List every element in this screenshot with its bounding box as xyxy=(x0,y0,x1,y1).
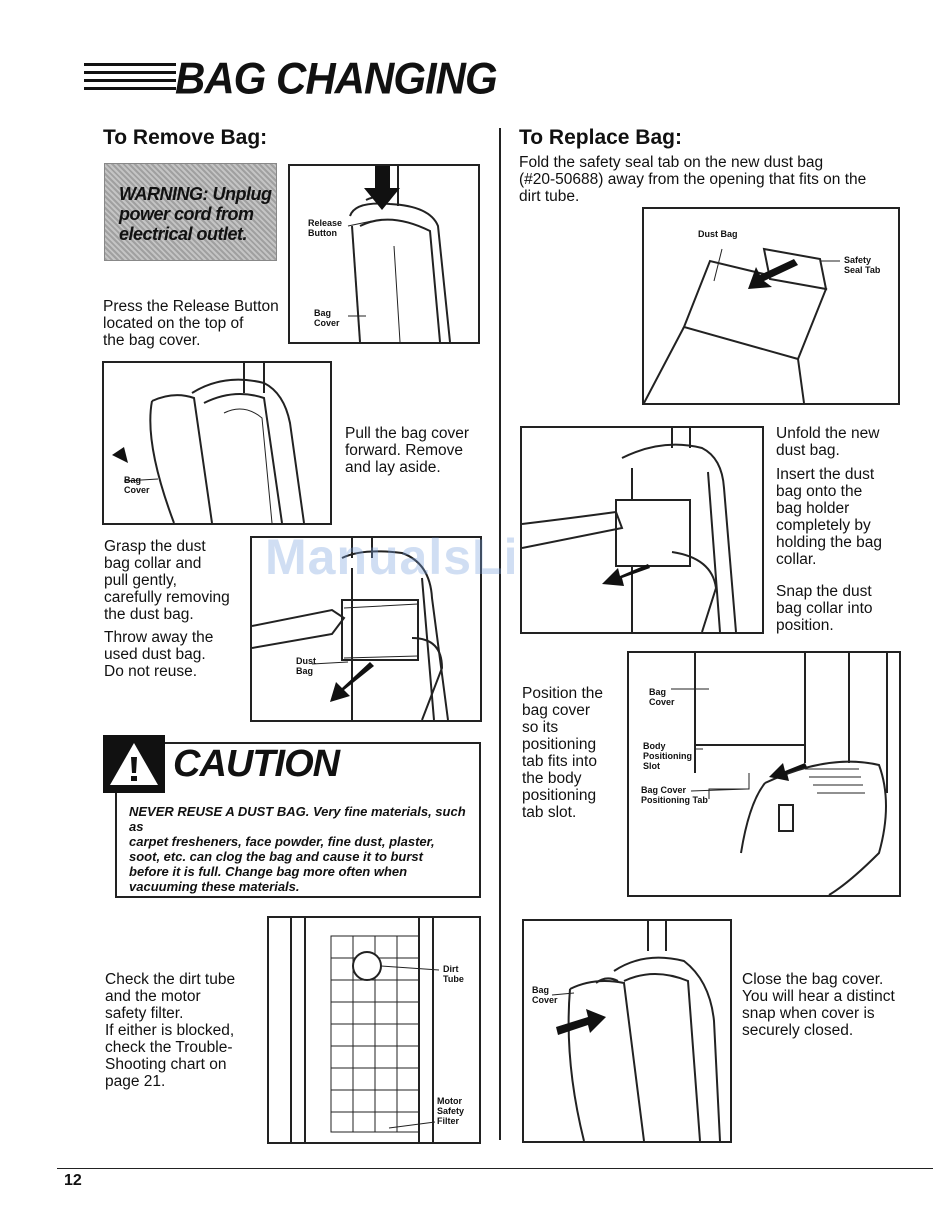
replace-step4-text: Close the bag cover. You will hear a dis… xyxy=(742,971,895,1039)
left-arrow-icon xyxy=(769,763,807,781)
safety-seal-tab-label: Safety Seal Tab xyxy=(844,255,881,275)
pull-cover-illustration xyxy=(112,363,305,523)
bag-cover-label: Bag Cover xyxy=(532,985,558,1005)
remove-step4-text: Check the dirt tube and the motor safety… xyxy=(105,971,236,1090)
figure-new-bag: Dust Bag Safety Seal Tab xyxy=(642,207,900,405)
close-cover-illustration xyxy=(551,921,721,1141)
remove-step3-text-a: Grasp the dust bag collar and pull gentl… xyxy=(104,538,230,623)
position-cover-illustration xyxy=(671,653,888,895)
page-number: 12 xyxy=(64,1172,82,1189)
title-rule-lines xyxy=(84,63,176,97)
insert-bag-illustration xyxy=(522,428,737,632)
remove-step3-text-b: Throw away the used dust bag. Do not reu… xyxy=(104,629,214,680)
warning-text: WARNING: Unplug power cord from electric… xyxy=(119,184,272,244)
figure-position-cover: Bag Cover Body Positioning Slot Bag Cove… xyxy=(627,651,901,897)
caution-text: NEVER REUSE A DUST BAG. Very fine materi… xyxy=(129,804,466,894)
new-bag-illustration xyxy=(644,247,840,403)
vacuum-top-illustration xyxy=(347,166,451,342)
replace-step2-text-a: Unfold the new dust bag. xyxy=(776,425,880,459)
dirt-tube-label: Dirt Tube xyxy=(443,964,464,984)
replace-step2-text-c: Snap the dust bag collar into position. xyxy=(776,583,873,634)
figure-close-cover: Bag Cover xyxy=(522,919,732,1143)
dirt-tube-illustration xyxy=(290,918,440,1142)
dust-bag-label: Dust Bag xyxy=(698,229,738,239)
motor-safety-filter-label: Motor Safety Filter xyxy=(437,1096,465,1126)
figure-release-button: Release Button Bag Cover xyxy=(288,164,480,344)
bag-cover-positioning-tab-label: Bag Cover Positioning Tab xyxy=(641,785,708,805)
column-divider xyxy=(499,128,501,1140)
warning-triangle-icon xyxy=(103,735,165,793)
remove-bag-illustration xyxy=(252,538,449,720)
figure-pull-cover: Bag Cover xyxy=(102,361,332,525)
replace-step3-text: Position the bag cover so its positionin… xyxy=(522,685,603,821)
down-left-arrow-icon xyxy=(330,662,374,702)
down-left-arrow-icon xyxy=(748,259,798,289)
bag-cover-label: Bag Cover xyxy=(314,308,340,328)
bag-cover-label: Bag Cover xyxy=(124,475,150,495)
replace-step1-text: Fold the safety seal tab on the new dust… xyxy=(519,154,867,205)
remove-bag-heading: To Remove Bag: xyxy=(103,126,268,149)
release-button-label: Release Button xyxy=(308,218,343,238)
footer-rule xyxy=(57,1168,933,1169)
figure-remove-bag: Dust Bag xyxy=(250,536,482,722)
caution-box xyxy=(115,742,481,898)
replace-bag-heading: To Replace Bag: xyxy=(519,126,682,149)
warning-box: WARNING: Unplug power cord from electric… xyxy=(104,163,277,261)
left-arrow-icon xyxy=(112,435,174,463)
down-arrow-icon xyxy=(364,166,400,210)
figure-dirt-tube: Dirt Tube Motor Safety Filter xyxy=(267,916,481,1144)
remove-step1-text: Press the Release Button located on the … xyxy=(103,298,279,349)
remove-step2-text: Pull the bag cover forward. Remove and l… xyxy=(345,425,470,476)
caution-title: CAUTION xyxy=(173,743,340,785)
figure-insert-bag xyxy=(520,426,764,634)
bag-cover-label: Bag Cover xyxy=(649,687,675,707)
dust-bag-label: Dust Bag xyxy=(296,656,316,676)
right-arrow-icon xyxy=(556,1009,606,1035)
left-arrow-icon xyxy=(602,564,650,586)
body-positioning-slot-label: Body Positioning Slot xyxy=(643,741,692,771)
replace-step2-text-b: Insert the dust bag onto the bag holder … xyxy=(776,466,883,568)
page-title: BAG CHANGING xyxy=(175,53,498,104)
